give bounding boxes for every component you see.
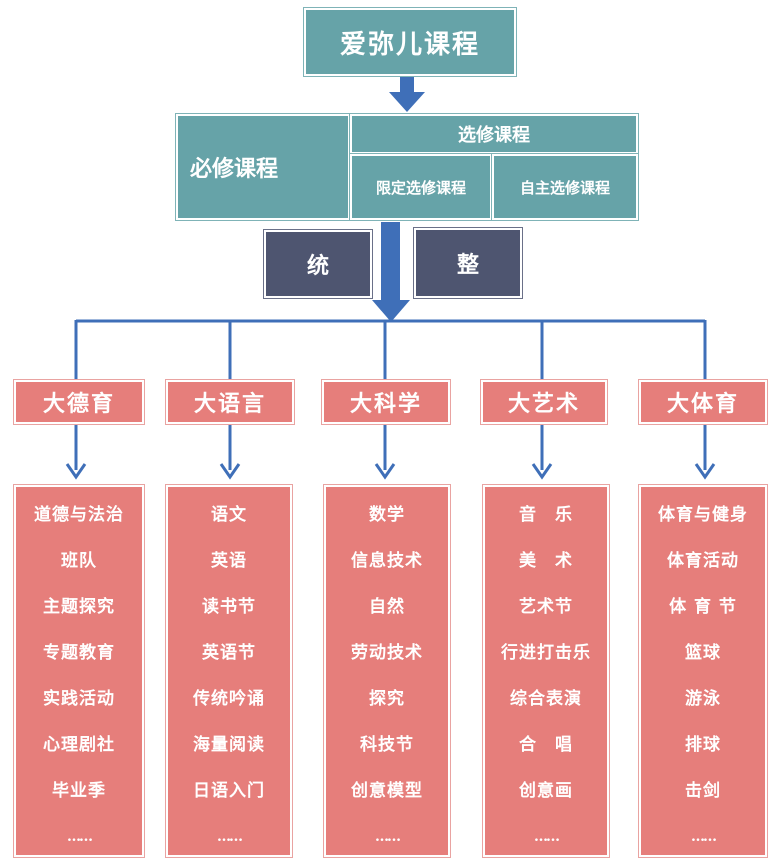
category-header-label: 大德育 bbox=[42, 391, 115, 417]
elective-course-label: 选修课程 bbox=[458, 125, 530, 146]
list-item: 自然 bbox=[369, 597, 405, 617]
arrow-head-deyu bbox=[65, 463, 87, 480]
list-item: 劳动技术 bbox=[351, 643, 423, 663]
list-item: 击剑 bbox=[685, 781, 721, 801]
list-item: 综合表演 bbox=[510, 689, 582, 709]
list-item: 体 育 节 bbox=[669, 597, 737, 617]
list-item: 实践活动 bbox=[43, 689, 115, 709]
limited-elective-box: 限定选修课程 bbox=[349, 153, 493, 221]
arrow-title-down bbox=[389, 77, 425, 112]
list-item: 艺术节 bbox=[519, 597, 573, 617]
category-header-yishu: 大艺术 bbox=[480, 379, 608, 425]
arrow-head-kexue bbox=[374, 463, 396, 480]
list-item: 探究 bbox=[369, 689, 405, 709]
list-item: 专题教育 bbox=[43, 643, 115, 663]
arrow-head-tiyu bbox=[694, 463, 716, 480]
category-header-tiyu: 大体育 bbox=[638, 379, 768, 425]
list-item: 音 乐 bbox=[519, 505, 573, 525]
category-header-label: 大语言 bbox=[193, 391, 266, 417]
list-item: 读书节 bbox=[202, 597, 256, 617]
list-item: 英语 bbox=[211, 551, 247, 571]
list-item: 行进打击乐 bbox=[501, 643, 591, 663]
list-item: 毕业季 bbox=[52, 781, 106, 801]
arrow-center-down bbox=[372, 222, 410, 322]
list-item: 语文 bbox=[211, 505, 247, 525]
tong-label: 统 bbox=[306, 253, 329, 279]
list-item: 合 唱 bbox=[519, 735, 573, 755]
free-elective-label: 自主选修课程 bbox=[519, 178, 610, 197]
free-elective-box: 自主选修课程 bbox=[491, 153, 639, 221]
list-item: 数学 bbox=[369, 505, 405, 525]
required-course-box: 必修课程 bbox=[175, 113, 351, 221]
category-header-label: 大科学 bbox=[349, 391, 422, 417]
list-item: 心理剧社 bbox=[43, 735, 115, 755]
list-item: …… bbox=[67, 829, 93, 845]
category-header-kexue: 大科学 bbox=[321, 379, 451, 425]
tong-box: 统 bbox=[263, 229, 373, 299]
arrow-head-yishu bbox=[531, 463, 553, 480]
list-item: 英语节 bbox=[202, 643, 256, 663]
list-item: 传统吟诵 bbox=[193, 689, 265, 709]
list-item: …… bbox=[217, 829, 243, 845]
title-box: 爱弥儿课程 bbox=[303, 7, 517, 77]
arrow-head-yuyan bbox=[219, 463, 241, 480]
category-header-label: 大艺术 bbox=[507, 391, 580, 417]
list-item: 信息技术 bbox=[351, 551, 423, 571]
required-course-label: 必修课程 bbox=[190, 156, 279, 182]
list-item: 体育与健身 bbox=[658, 505, 748, 525]
category-list-yuyan: 语文英语读书节英语节传统吟诵海量阅读日语入门 …… bbox=[165, 484, 293, 858]
list-item: 班队 bbox=[61, 551, 97, 571]
list-item: 道德与法治 bbox=[34, 505, 124, 525]
list-item: 体育活动 bbox=[667, 551, 739, 571]
list-item: …… bbox=[691, 829, 717, 845]
category-list-kexue: 数学信息技术自然劳动技术探究科技节创意模型 …… bbox=[323, 484, 451, 858]
list-item: 科技节 bbox=[360, 735, 414, 755]
title-text: 爱弥儿课程 bbox=[339, 29, 480, 60]
category-list-deyu: 道德与法治班队主题探究专题教育实践活动心理剧社毕业季 …… bbox=[13, 484, 145, 858]
list-item: …… bbox=[534, 829, 560, 845]
zheng-box: 整 bbox=[413, 227, 523, 299]
list-item: 创意模型 bbox=[351, 781, 423, 801]
list-item: 游泳 bbox=[685, 689, 721, 709]
category-header-yuyan: 大语言 bbox=[165, 379, 295, 425]
list-item: 主题探究 bbox=[43, 597, 115, 617]
category-list-yishu: 音 乐美 术艺术节行进打击乐综合表演合 唱创意画 …… bbox=[482, 484, 610, 858]
list-item: 日语入门 bbox=[193, 781, 265, 801]
list-item: 排球 bbox=[685, 735, 721, 755]
list-item: 海量阅读 bbox=[193, 735, 265, 755]
elective-course-box: 选修课程 bbox=[349, 113, 639, 155]
category-list-tiyu: 体育与健身体育活动体 育 节篮球游泳排球击剑 …… bbox=[638, 484, 768, 858]
list-item: 创意画 bbox=[519, 781, 573, 801]
category-header-label: 大体育 bbox=[666, 391, 739, 417]
list-item: …… bbox=[375, 829, 401, 845]
category-header-deyu: 大德育 bbox=[13, 379, 145, 425]
list-item: 美 术 bbox=[519, 551, 573, 571]
list-item: 篮球 bbox=[685, 643, 721, 663]
limited-elective-label: 限定选修课程 bbox=[375, 178, 466, 197]
zheng-label: 整 bbox=[456, 252, 479, 278]
